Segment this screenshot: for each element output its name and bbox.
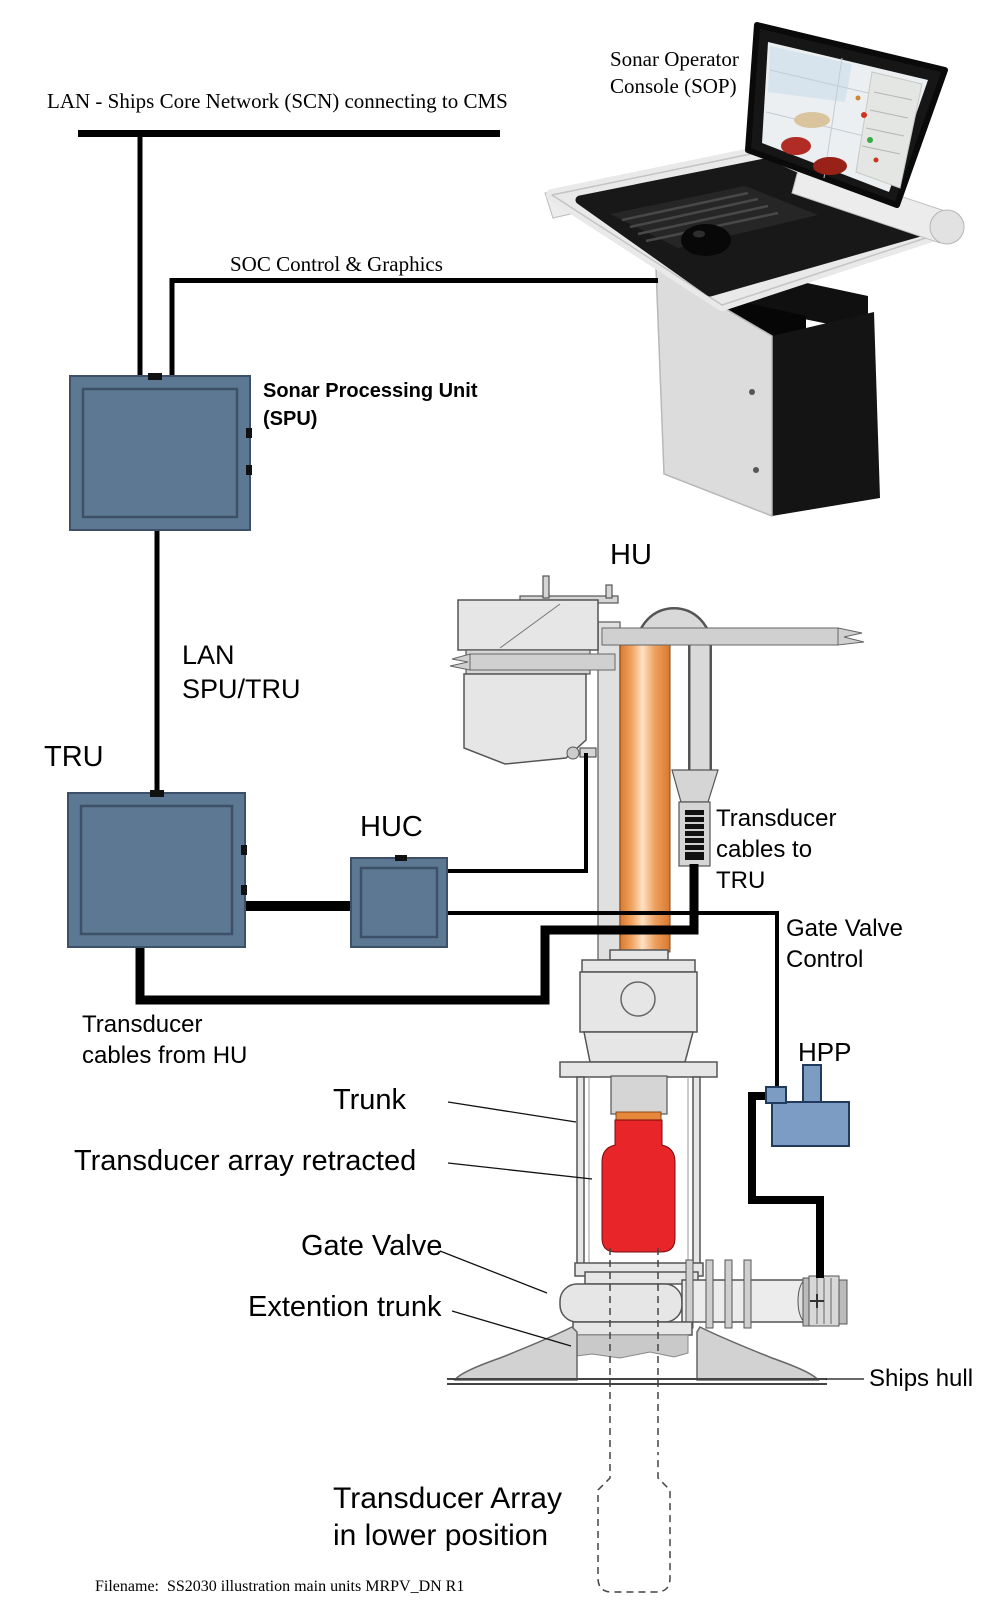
label-hu: HU (610, 539, 652, 571)
label-trunk: Trunk (333, 1084, 407, 1116)
label-lan-scn: LAN - Ships Core Network (SCN) connectin… (47, 89, 508, 113)
label-ships-hull: Ships hull (869, 1365, 974, 1392)
label-filename: Filename: SS2030 illustration main units… (95, 1578, 465, 1595)
label-spu-line2: (SPU) (263, 408, 318, 430)
transducer-array-lower-outline (597, 1248, 671, 1593)
label-gvc-line1: Gate Valve (786, 915, 903, 942)
label-huc: HUC (360, 811, 423, 843)
sop-console-illustration (544, 22, 965, 518)
label-gate-valve: Gate Valve (301, 1230, 443, 1262)
label-sop-line1: Sonar Operator (610, 47, 739, 71)
label-cables-to-tru-line2: cables to (716, 836, 813, 863)
label-array-retracted: Transducer array retracted (74, 1145, 417, 1177)
hoist-unit-illustration (449, 575, 865, 961)
spu-box (69, 373, 252, 531)
label-cables-from-hu: Transducer cables from HU (82, 1009, 247, 1071)
label-tru: TRU (44, 741, 104, 773)
label-soc: SOC Control & Graphics (230, 252, 443, 276)
label-sop-line2: Console (SOP) (610, 74, 737, 98)
label-cables-to-tru: Transducer cables to TRU (716, 803, 837, 896)
connection-lines (78, 130, 824, 1278)
label-cables-to-tru-line1: Transducer (716, 805, 837, 832)
label-cables-to-tru-line3: TRU (716, 867, 766, 894)
label-sop: Sonar Operator Console (SOP) (610, 46, 739, 100)
label-gate-valve-control: Gate Valve Control (786, 913, 903, 975)
leader-lines (439, 1101, 864, 1380)
hpp-unit (765, 1064, 850, 1147)
label-extention-trunk: Extention trunk (248, 1291, 442, 1323)
label-spu-line1: Sonar Processing Unit (263, 380, 478, 402)
label-lan-line2: SPU/TRU (182, 674, 301, 704)
label-array-lower-line1: Transducer Array (333, 1482, 562, 1515)
transducer-array-retracted-shape (601, 1119, 676, 1253)
label-array-lower-line2: in lower position (333, 1519, 549, 1552)
gate-valve-illustration (559, 1259, 848, 1336)
label-lan-spu-tru: LAN SPU/TRU (182, 638, 301, 706)
label-cables-from-hu-line2: cables from HU (82, 1042, 248, 1069)
label-gvc-line2: Control (786, 946, 864, 973)
ships-hull-illustration (447, 1326, 827, 1385)
label-spu: Sonar Processing Unit (SPU) (263, 377, 478, 433)
label-hpp: HPP (798, 1037, 852, 1067)
trunk-illustration (559, 949, 718, 1277)
label-array-lower: Transducer Array in lower position (333, 1480, 562, 1554)
label-lan-line1: LAN (182, 640, 235, 670)
tru-box (67, 790, 247, 948)
huc-box (350, 855, 448, 948)
label-cables-from-hu-line1: Transducer (82, 1011, 203, 1038)
